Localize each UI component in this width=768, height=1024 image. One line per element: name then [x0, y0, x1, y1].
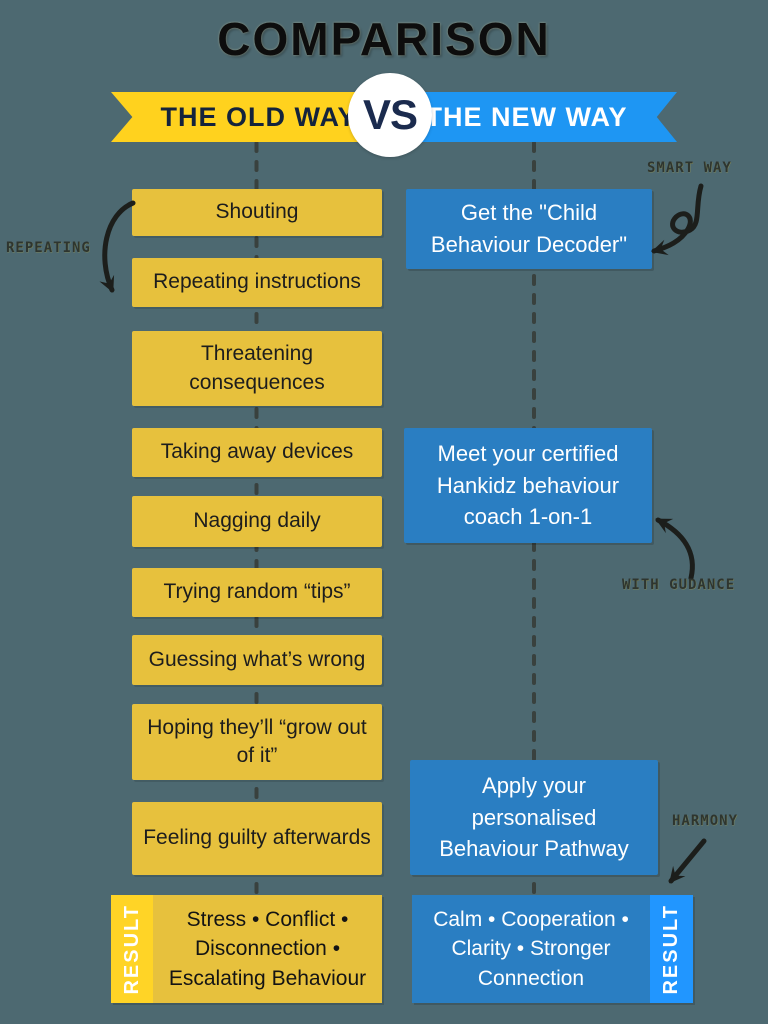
old-way-item-threatening-consequences: Threatening consequences [132, 331, 382, 406]
smart-way-annotation: SMART WAY [647, 160, 732, 176]
new-way-item-behaviour-pathway: Apply your personalised Behaviour Pathwa… [410, 760, 658, 875]
harmony-arrow [668, 838, 707, 884]
new-way-item-certified-coach: Meet your certified Hankidz behaviour co… [404, 428, 652, 543]
smart-way-arrow [651, 183, 704, 256]
with-guidance-annotation: WITH GUDANCE [622, 577, 736, 593]
repeating-annotation: REPEATING [6, 240, 91, 256]
new-way-ribbon: THE NEW WAY [388, 92, 677, 142]
old-way-item-guessing-whats-wrong: Guessing what’s wrong [132, 635, 382, 685]
old-way-item-shouting: Shouting [132, 189, 382, 236]
old-way-item-nagging-daily: Nagging daily [132, 496, 382, 547]
old-way-item-trying-random-tips: Trying random “tips” [132, 568, 382, 617]
new-way-ribbon-label: THE NEW WAY [425, 101, 628, 132]
with-guidance-arrow [655, 517, 695, 581]
old-way-result-tab: RESULT [111, 895, 153, 1003]
old-way-result-row: RESULT Stress • Conflict • Disconnection… [111, 895, 382, 1003]
vs-badge: VS [348, 73, 432, 157]
old-way-item-feeling-guilty: Feeling guilty afterwards [132, 802, 382, 875]
new-way-result-tab: RESULT [650, 895, 693, 1003]
old-way-result-tab-label: RESULT [120, 903, 143, 995]
repeating-arrow [99, 200, 136, 293]
old-way-ribbon: THE OLD WAY [111, 92, 396, 142]
new-way-result-tab-label: RESULT [660, 903, 682, 995]
new-way-item-child-behaviour-decoder: Get the "Child Behaviour Decoder" [406, 189, 652, 269]
new-way-result-row: Calm • Cooperation • Clarity • Stronger … [412, 895, 693, 1003]
harmony-annotation: HARMONY [672, 813, 739, 829]
vs-badge-label: VS [362, 91, 418, 138]
new-way-result-text: Calm • Cooperation • Clarity • Stronger … [412, 895, 650, 1003]
page-title: COMPARISON [217, 13, 551, 65]
old-way-item-repeating-instructions: Repeating instructions [132, 258, 382, 307]
old-way-result-text: Stress • Conflict • Disconnection • Esca… [153, 895, 382, 1003]
old-way-ribbon-label: THE OLD WAY [160, 101, 357, 132]
old-way-item-taking-away-devices: Taking away devices [132, 428, 382, 477]
old-way-item-hoping-grow-out-of-it: Hoping they’ll “grow out of it” [132, 704, 382, 780]
